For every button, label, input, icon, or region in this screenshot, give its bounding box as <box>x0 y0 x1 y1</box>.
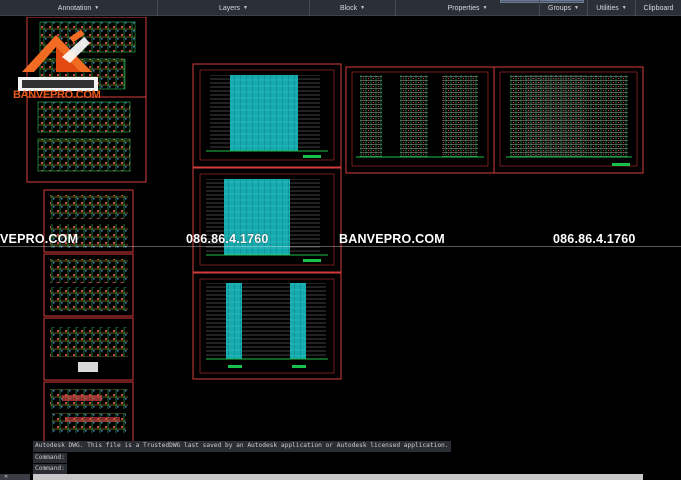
brand-logo <box>18 29 98 91</box>
command-close-icon[interactable]: ✕ <box>0 474 30 480</box>
elevation-sheet-1 <box>192 63 342 168</box>
panel-annotation[interactable]: Annotation▼ <box>0 0 158 16</box>
section-sheet-1 <box>345 66 495 174</box>
watermark-brand-right: BANVEPRO.COM <box>339 232 445 246</box>
panel-utilities-label: Utilities <box>596 4 619 12</box>
drawing-linework <box>26 17 644 442</box>
panel-properties-label: Properties <box>447 4 480 12</box>
panel-block-label: Block <box>339 4 358 12</box>
ribbon-scroll-strip[interactable] <box>500 0 584 3</box>
panel-block[interactable]: Block▼ <box>310 0 396 16</box>
drawing-canvas[interactable]: BANVEPRO.COM <box>0 17 681 442</box>
panel-annotation-label: Annotation <box>57 4 92 12</box>
watermark-brand-left: VEPRO.COM <box>0 232 79 246</box>
panel-utilities[interactable]: Utilities▼ <box>588 0 636 16</box>
plan-sheet-column-top <box>26 17 147 183</box>
elevation-sheet-2 <box>192 167 342 273</box>
command-history-line: Command: <box>33 464 67 475</box>
ribbon-panel-bar: Annotation▼ Layers▼ Block▼ Properties▼ G… <box>0 0 681 16</box>
chevron-down-icon: ▼ <box>243 5 248 11</box>
chevron-down-icon: ▼ <box>482 5 488 11</box>
watermark-rule <box>0 246 681 247</box>
chevron-down-icon: ▼ <box>574 5 579 11</box>
panel-clipboard-label: Clipboard <box>643 4 674 12</box>
chevron-down-icon: ▼ <box>621 5 627 11</box>
watermark-phone-right: 086.86.4.1760 <box>553 232 636 246</box>
panel-groups-label: Groups <box>548 4 571 12</box>
watermark-phone-left: 086.86.4.1760 <box>186 232 269 246</box>
panel-layers-label: Layers <box>219 4 241 12</box>
panel-properties[interactable]: Properties▼ <box>396 0 540 16</box>
command-history-line: Command: <box>33 452 67 463</box>
command-history: Autodesk DWG. This file is a TrustedDWG … <box>33 441 451 476</box>
command-input[interactable] <box>33 474 643 480</box>
plan-sheet-column-bottom <box>43 189 134 442</box>
elevation-sheet-3 <box>192 272 342 380</box>
chevron-down-icon: ▼ <box>94 5 100 11</box>
panel-layers[interactable]: Layers▼ <box>158 0 310 16</box>
section-sheet-2 <box>493 66 644 174</box>
command-history-line: Autodesk DWG. This file is a TrustedDWG … <box>33 441 451 452</box>
chevron-down-icon: ▼ <box>360 5 366 11</box>
panel-groups[interactable]: Groups▼ <box>540 0 588 16</box>
panel-clipboard[interactable]: Clipboard <box>636 0 681 16</box>
logo-text: BANVEPRO.COM <box>13 89 101 101</box>
